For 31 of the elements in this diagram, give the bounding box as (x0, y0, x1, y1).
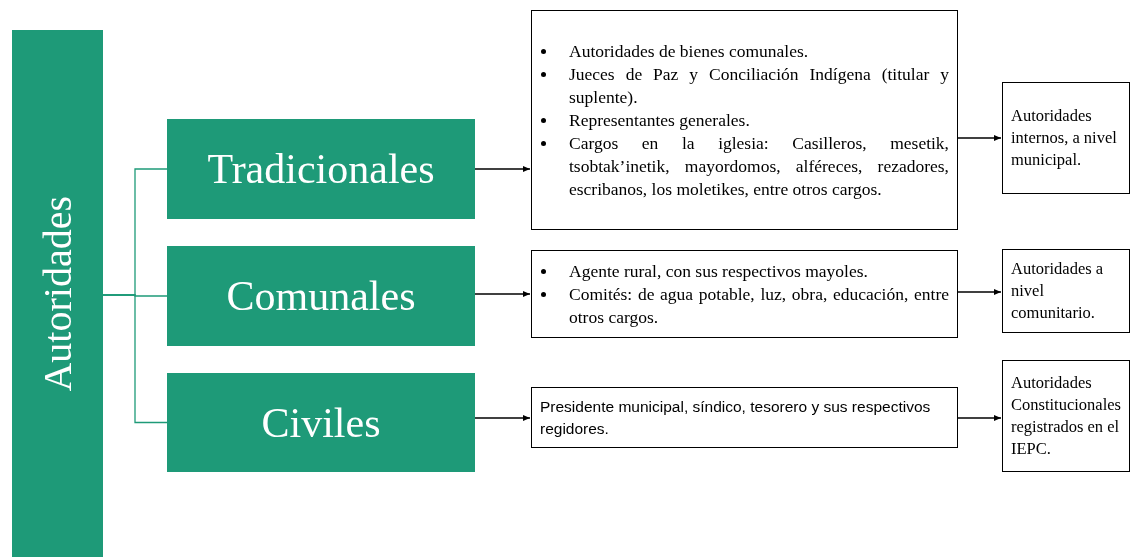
title-bar (12, 30, 103, 557)
arrow (957, 415, 1002, 421)
arrow (957, 135, 1002, 141)
category-label: Civiles (261, 401, 381, 444)
arrow (474, 166, 531, 172)
list-item: Autoridades de bienes comunales. (569, 39, 809, 63)
bullet-list-box (531, 10, 958, 230)
list-item: Jueces de Paz y Conciliación Indígena (titular y suplente). (569, 62, 949, 109)
text-box (1002, 82, 1130, 194)
list-item: Representantes generales. (569, 108, 750, 132)
category-label: Tradicionales (207, 148, 435, 190)
text-box (1002, 249, 1130, 333)
arrow (474, 415, 531, 421)
box-text: Autoridades internos, a nivel municipal. (1011, 105, 1118, 171)
list-item: Agente rural, con sus respectivos mayoles. (569, 259, 868, 283)
connector-line (102, 294, 168, 424)
box-text: Autoridades Constitucionales registrados en el IEPC. (1011, 372, 1121, 460)
list-item: Comités: de agua potable, luz, obra, educación, entre otros cargos. (569, 282, 949, 329)
category-box (167, 119, 475, 219)
arrow (957, 289, 1002, 295)
box-text: Autoridades a nivel comunitario. (1011, 258, 1105, 324)
category-box (167, 373, 475, 472)
category-label: Comunales (226, 275, 416, 317)
list-item: Cargos en la iglesia: Casilleros, mesetik, tsobtak’inetik, mayordomos, alféreces, rezadores, escribanos, los moletikes, entre otros cargos. (569, 131, 949, 201)
arrow (474, 291, 531, 297)
category-box (167, 246, 475, 346)
text-box (531, 387, 958, 448)
title-text: Autoridades (37, 195, 78, 392)
text-box (1002, 360, 1130, 472)
box-text: Presidente municipal, síndico, tesorero y sus respectivos regidores. (540, 396, 932, 439)
bullet-list-box (531, 250, 958, 338)
